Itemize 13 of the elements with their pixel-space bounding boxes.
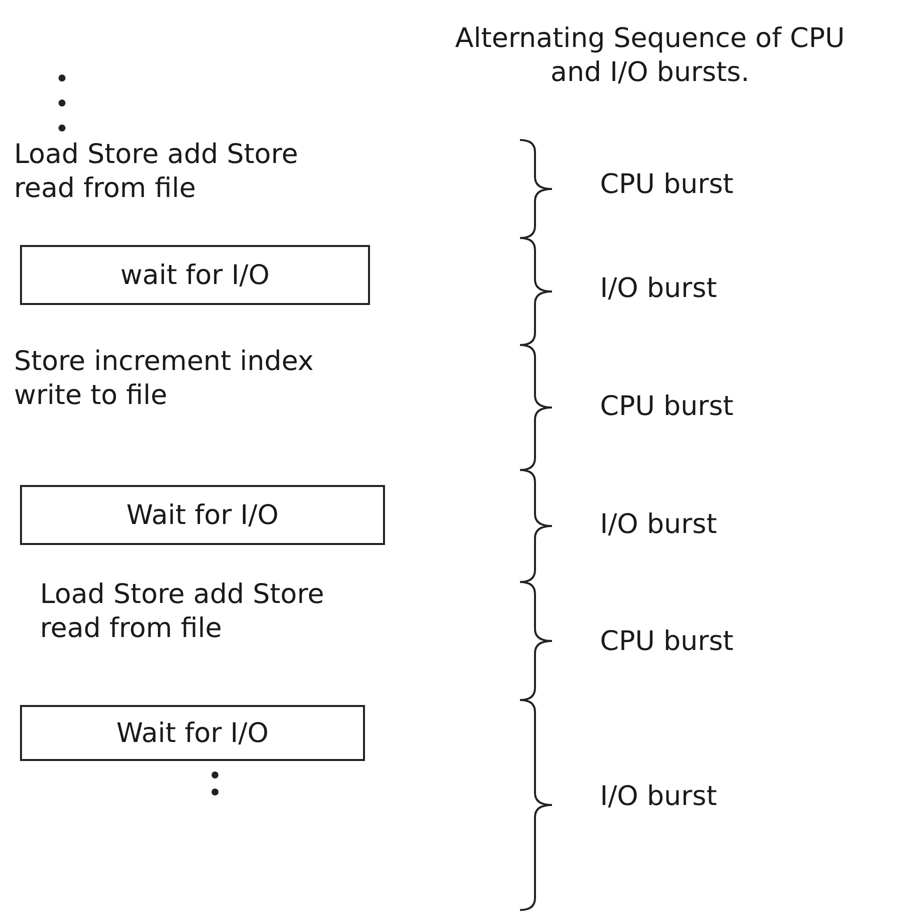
code-text: Load Store add Store read from file: [40, 578, 326, 646]
title: Alternating Sequence of CPU and I/O bursts.: [454, 22, 846, 90]
burst-label: CPU burst: [600, 390, 734, 424]
process-box: Wait for I/O: [20, 705, 365, 761]
burst-label: I/O burst: [600, 272, 718, 306]
burst-label: I/O burst: [600, 508, 718, 542]
code-text: Load Store add Store read from file: [14, 138, 300, 206]
process-box: Wait for I/O: [20, 485, 385, 545]
burst-label: CPU burst: [600, 168, 734, 202]
burst-label: CPU burst: [600, 625, 734, 659]
code-text: Store increment index write to file: [14, 345, 315, 413]
burst-label: I/O burst: [600, 780, 718, 814]
process-box: wait for I/O: [20, 245, 370, 305]
